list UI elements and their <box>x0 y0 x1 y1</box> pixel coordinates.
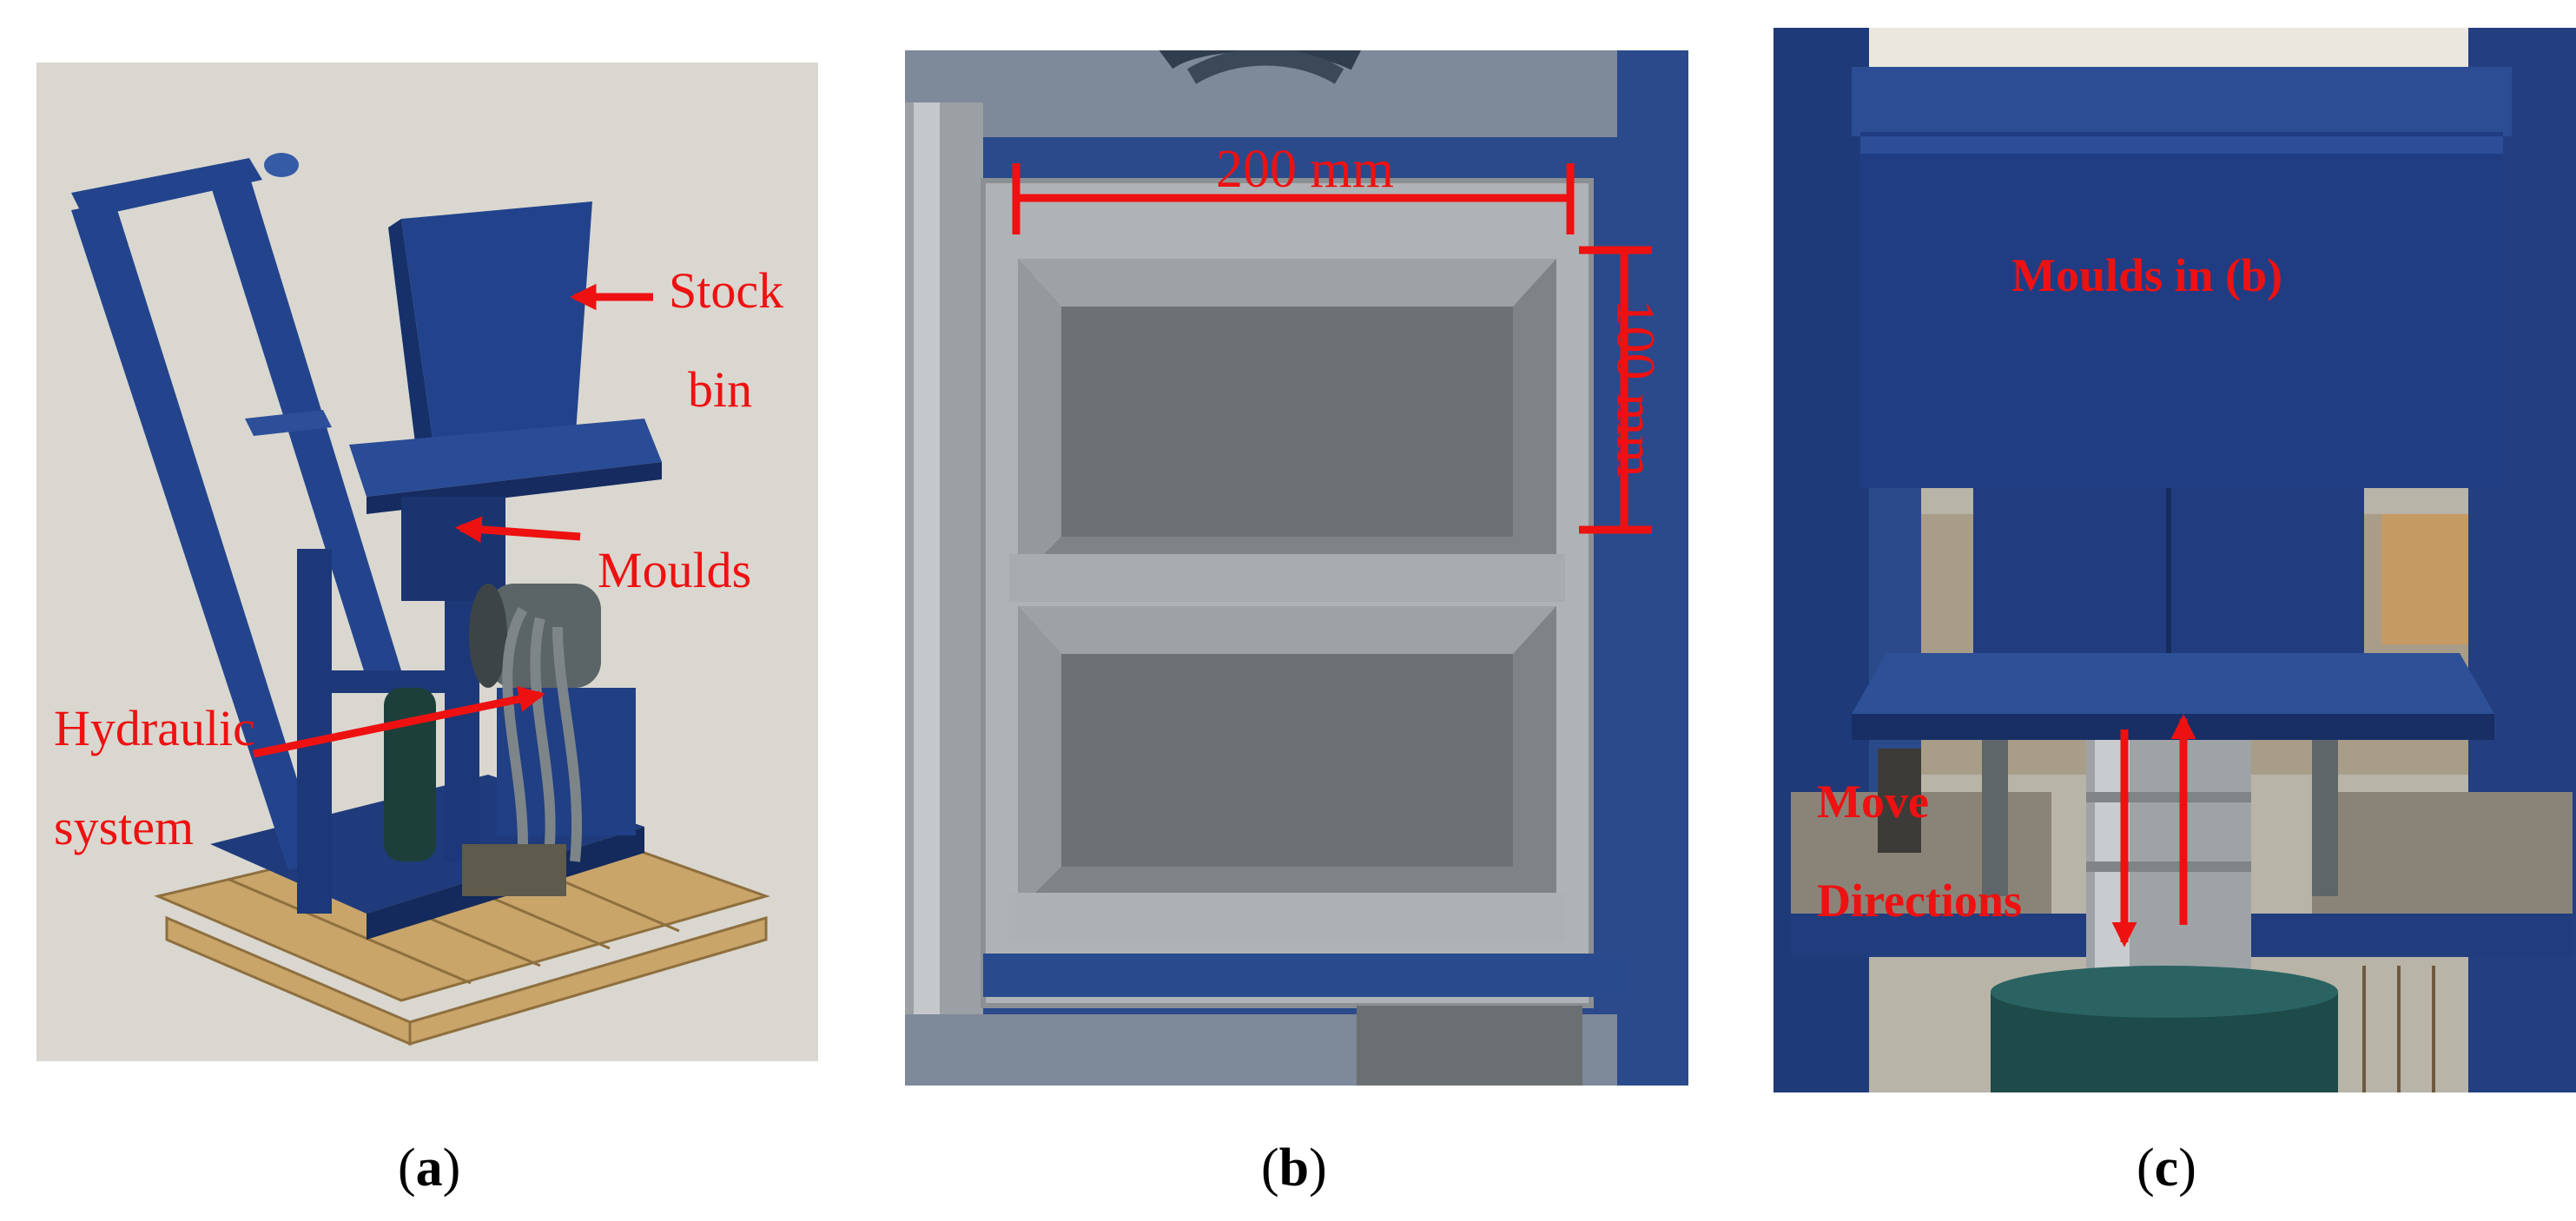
caption-b: (b) <box>1261 1138 1327 1198</box>
label-moulds-in-b: Moulds in (b) <box>2011 249 2283 301</box>
label-bin: bin <box>688 361 753 418</box>
mould-photo <box>905 50 1688 1086</box>
caption-a: (a) <box>398 1138 461 1198</box>
label-move: Move <box>1817 776 1929 828</box>
label-directions: Directions <box>1817 874 2022 927</box>
label-moulds: Moulds <box>598 542 752 598</box>
caption-c: (c) <box>2137 1138 2196 1198</box>
photo-panel-c <box>1773 28 2576 1092</box>
motor <box>469 584 601 688</box>
brick-machine-photo <box>71 153 770 1046</box>
width-label: 200 mm <box>1216 140 1394 199</box>
press-photo <box>1773 28 2576 1092</box>
label-system: system <box>54 799 195 855</box>
label-hydraulic: Hydraulic <box>54 700 255 756</box>
label-stock: Stock <box>669 262 784 319</box>
hydraulic-arrow <box>253 685 545 758</box>
photo-panel-b <box>905 50 1688 1086</box>
photo-panel-a <box>36 63 818 1061</box>
moulds-arrow <box>454 516 581 544</box>
stock-bin <box>401 201 592 462</box>
